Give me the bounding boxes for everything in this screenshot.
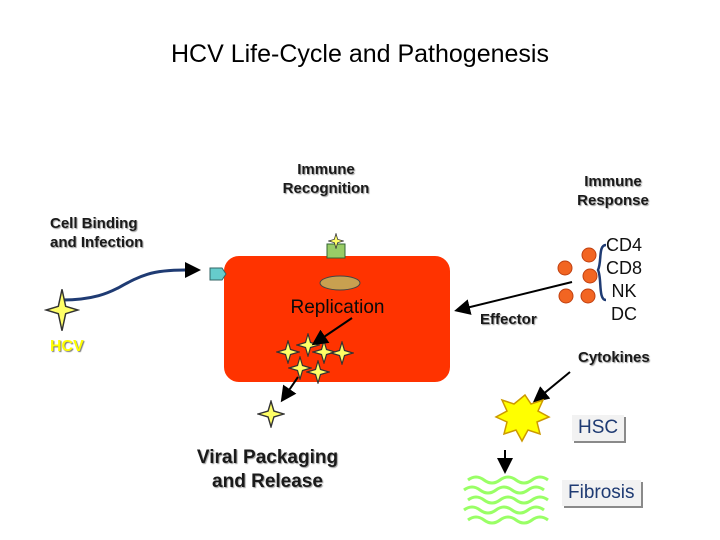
hsc-label: HSC — [572, 415, 625, 441]
replication-label: Replication — [290, 297, 385, 318]
cell-binding-label: Cell Binding and Infection — [50, 215, 144, 251]
nucleus — [319, 275, 361, 291]
cytokines-label: Cytokines — [578, 349, 650, 366]
cd4-label: CD4 — [605, 235, 642, 255]
nk-label: NK — [611, 281, 637, 301]
released-virion-icon — [257, 400, 285, 428]
fibrosis-fibers-icon — [463, 475, 549, 525]
cd8-label: CD8 — [605, 258, 642, 278]
hsc-icon — [494, 393, 551, 443]
immune-cell-list: CD4 CD8 NK DC — [600, 234, 648, 326]
immune-cells — [557, 247, 598, 304]
immune-recognition-label: Immune Recognition — [282, 161, 370, 197]
hcv-virion-icon — [45, 288, 79, 332]
viral-packaging-label: Viral Packaging and Release — [196, 447, 339, 492]
page-title: HCV Life-Cycle and Pathogenesis — [171, 40, 549, 68]
hepatocyte-cell — [222, 254, 452, 384]
dc-label: DC — [611, 304, 637, 324]
fibrosis-label: Fibrosis — [562, 480, 641, 506]
bracket — [596, 243, 607, 302]
receptor-icon — [209, 267, 227, 281]
mhc-receptor-icon — [326, 233, 346, 259]
effector-label: Effector — [480, 311, 537, 328]
binding-path — [61, 268, 186, 302]
hcv-label: HCV — [50, 338, 84, 355]
immune-response-label: Immune Response — [577, 173, 649, 209]
